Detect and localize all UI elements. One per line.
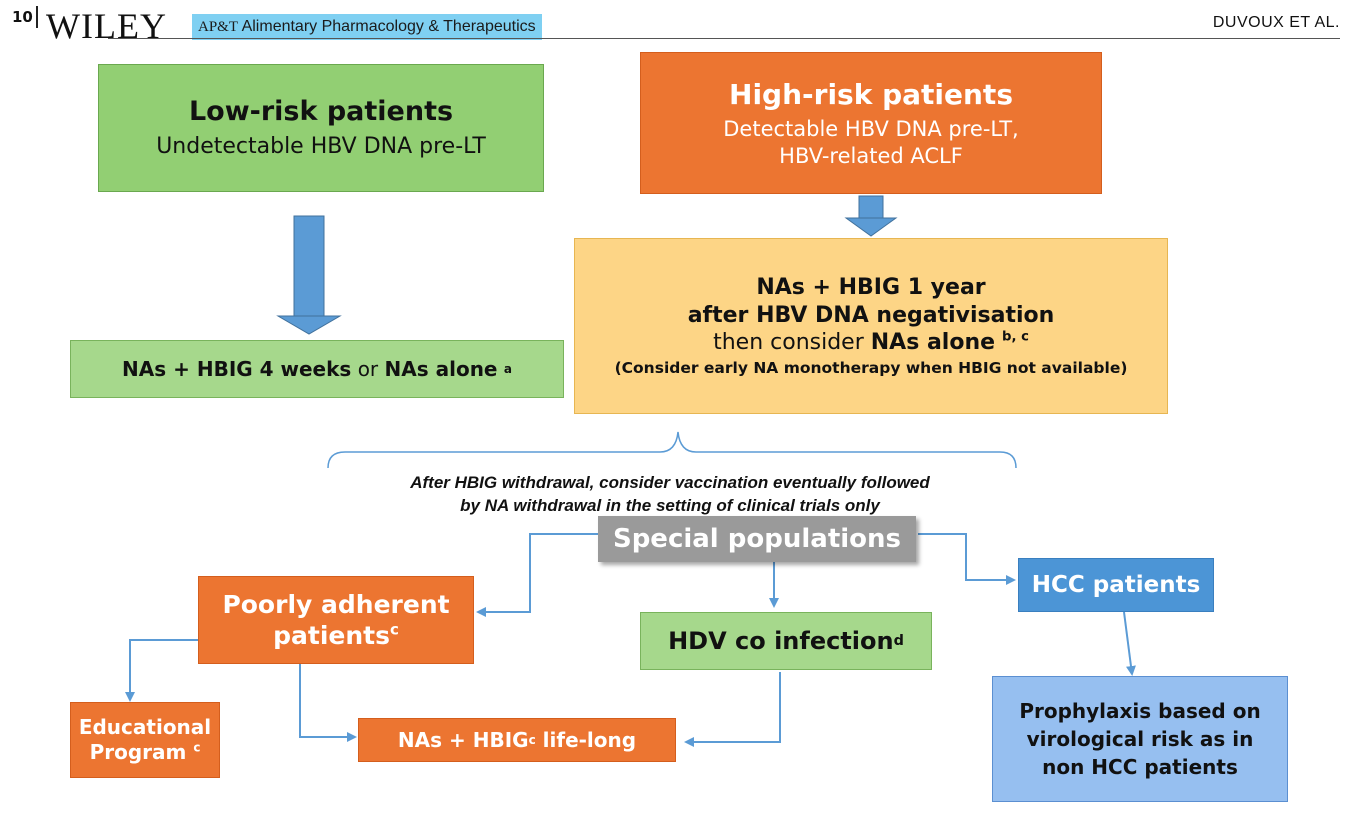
arrow-to-poorly: [476, 533, 598, 617]
educational-line1: Educational: [78, 715, 212, 739]
high-risk-outcome-line2: after HBV DNA negativisation: [687, 302, 1055, 328]
arrow-high-risk: [844, 195, 898, 237]
hcc-box: HCC patients: [1018, 558, 1214, 612]
lifelong-post: life-long: [542, 727, 637, 752]
high-risk-outcome-box: NAs + HBIG 1 year after HBV DNA negativi…: [574, 238, 1168, 414]
special-populations-title: Special populations: [612, 523, 902, 554]
special-populations-box: Special populations: [598, 516, 916, 562]
poorly-adherent-line2: patients: [273, 621, 390, 650]
hcc-outcome-box: Prophylaxis based on virological risk as…: [992, 676, 1288, 802]
withdrawal-note-line2: by NA withdrawal in the setting of clini…: [460, 495, 880, 515]
withdrawal-note: After HBIG withdrawal, consider vaccinat…: [300, 472, 1040, 518]
hcc-title: HCC patients: [1031, 571, 1201, 598]
arrow-to-hcc: [918, 533, 1016, 585]
arrow-hdv-to-lifelong: [684, 672, 781, 747]
withdrawal-note-line1: After HBIG withdrawal, consider vaccinat…: [410, 473, 930, 492]
high-risk-outcome-then: then consider: [713, 330, 864, 356]
hcc-outcome-line2: virological risk as in: [1026, 727, 1254, 751]
hcc-outcome-line3: non HCC patients: [1042, 755, 1238, 779]
poorly-adherent-sup: c: [389, 620, 399, 639]
low-risk-outcome-box: NAs + HBIG 4 weeks or NAs alone a: [70, 340, 564, 398]
educational-line2: Program: [89, 740, 187, 764]
high-risk-outcome-line1: NAs + HBIG 1 year: [756, 275, 986, 301]
educational-sup: c: [193, 740, 201, 755]
high-risk-outcome-sup: b, c: [1002, 329, 1029, 345]
low-risk-title: Low-risk patients: [188, 96, 454, 128]
hcc-outcome-line1: Prophylaxis based on: [1019, 699, 1261, 723]
high-risk-line1: Detectable HBV DNA pre-LT,: [723, 117, 1019, 142]
high-risk-outcome-bold: NAs alone: [870, 330, 996, 356]
high-risk-outcome-note: (Consider early NA monotherapy when HBIG…: [614, 358, 1128, 377]
high-risk-box: High-risk patients Detectable HBV DNA pr…: [640, 52, 1102, 194]
header-divider: [36, 6, 38, 28]
page-number: 10: [12, 8, 33, 26]
low-risk-outcome-bold2: NAs alone: [384, 356, 498, 381]
journal-name: Alimentary Pharmacology & Therapeutics: [241, 18, 536, 35]
hdv-sup: d: [893, 633, 904, 649]
arrow-hcc-to-prophylaxis: [1123, 611, 1136, 676]
high-risk-title: High-risk patients: [729, 78, 1013, 112]
high-risk-line2: HBV-related ACLF: [779, 143, 963, 168]
arrow-low-risk: [276, 215, 342, 335]
low-risk-outcome-bold1: NAs + HBIG 4 weeks: [122, 356, 352, 381]
poorly-adherent-line1: Poorly adherent: [222, 589, 450, 619]
lifelong-sup: c: [528, 732, 536, 747]
lifelong-pre: NAs + HBIG: [397, 727, 529, 752]
hdv-text: HDV co infection: [668, 627, 894, 655]
running-author: DUVOUX ET AL.: [1212, 14, 1340, 31]
journal-badge: AP&T Alimentary Pharmacology & Therapeut…: [192, 14, 542, 40]
arrow-to-educational: [125, 639, 198, 702]
low-risk-subtitle: Undetectable HBV DNA pre-LT: [156, 134, 486, 160]
arrow-poorly-to-lifelong: [299, 664, 357, 742]
educational-program-box: Educational Program c: [70, 702, 220, 778]
bracket: [327, 431, 1017, 469]
header-rule: [108, 38, 1340, 39]
low-risk-outcome-or: or: [357, 356, 379, 381]
journal-badge-prefix: AP&T: [198, 19, 239, 35]
low-risk-box: Low-risk patients Undetectable HBV DNA p…: [98, 64, 544, 192]
low-risk-outcome-sup: a: [503, 361, 512, 376]
poorly-adherent-box: Poorly adherent patientsc: [198, 576, 474, 664]
